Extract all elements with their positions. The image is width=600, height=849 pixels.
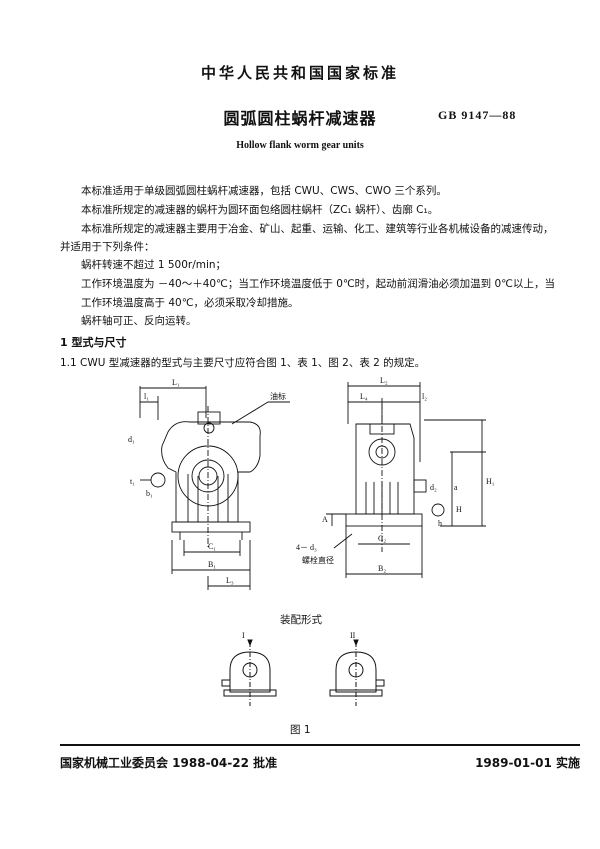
- label-l2: l₂: [422, 392, 427, 401]
- label-B2: B₂: [378, 564, 386, 573]
- label-B1: B₁: [208, 560, 216, 569]
- footer: 国家机械工业委员会 1988-04-22 批准 1989-01-01 实施: [60, 754, 580, 770]
- standard-number: GB 9147—88: [438, 108, 517, 122]
- section-1-heading: 1 型式与尺寸: [60, 336, 127, 349]
- assembly-caption: 装配形式: [280, 614, 322, 626]
- label-d1: d₁: [128, 435, 135, 444]
- label-d2: d₂: [430, 483, 437, 492]
- label-bolt-note: 螺栓直径: [302, 555, 334, 565]
- issuer-heading: 中华人民共和国国家标准: [200, 64, 399, 82]
- standard-title-en: Hollow flank worm gear units: [236, 140, 364, 151]
- intro-line-5: 蜗杆转速不超过 1 500r/min；: [81, 259, 227, 271]
- label-L4: L₄: [360, 392, 368, 401]
- label-t1: t₁: [130, 477, 135, 486]
- label-h: h: [438, 519, 442, 528]
- clause-1-1: 1.1 CWU 型减速器的型式与主要尺寸应符合图 1、表 1、图 2、表 2 的…: [60, 357, 426, 369]
- intro-line-2: 本标准所规定的减速器的蜗杆为圆环面包络圆柱蜗杆（ZC₁ 蜗杆）、齿廓 C₁。: [81, 204, 439, 216]
- intro-line-3: 本标准所规定的减速器主要用于冶金、矿山、起重、运输、化工、建筑等行业各机械设备的…: [81, 223, 554, 235]
- intro-line-7: 工作环境温度高于 40℃，必须采取冷却措施。: [81, 297, 299, 309]
- label-L1: L₁: [172, 378, 180, 387]
- label-H1: H₁: [486, 477, 495, 486]
- label-b1: b₁: [146, 489, 153, 498]
- intro-line-4: 并适用于下列条件：: [60, 241, 155, 253]
- figure-caption: 图 1: [290, 724, 311, 736]
- label-l1: l₁: [144, 392, 149, 401]
- intro-line-1: 本标准适用于单级圆弧圆柱蜗杆减速器，包括 CWU、CWS、CWO 三个系列。: [81, 185, 447, 197]
- figure-1-drawing: L₁ l₁ 油标 d₁ t₁ b₁ C₁ B₁ L₃ L₂ L₄ l₂ a H₁…: [128, 376, 495, 590]
- footer-rule: [60, 744, 580, 746]
- label-C1: C₁: [208, 542, 216, 551]
- label-C2: C₂: [378, 534, 386, 543]
- intro-line-8: 蜗杆轴可正、反向运转。: [81, 315, 197, 327]
- implementation-date: 1989-01-01 实施: [475, 756, 580, 770]
- label-a: a: [454, 483, 458, 492]
- assembly-forms: I II: [221, 631, 385, 706]
- label-oil-indicator: 油标: [270, 391, 286, 401]
- form-I-label: I: [242, 631, 245, 640]
- form-II-label: II: [350, 631, 356, 640]
- label-L3: L₃: [226, 576, 234, 585]
- approval-date: 国家机械工业委员会 1988-04-22 批准: [60, 756, 278, 770]
- standard-title: 圆弧圆柱蜗杆减速器: [223, 109, 377, 128]
- label-A: A: [322, 515, 328, 524]
- label-bolt: 4－ d₃: [296, 543, 317, 552]
- intro-line-6: 工作环境温度为 －40～＋40℃；当工作环境温度低于 0℃时，起动前润滑油必须加…: [81, 278, 555, 290]
- label-H: H: [456, 505, 462, 514]
- label-L2: L₂: [380, 376, 388, 385]
